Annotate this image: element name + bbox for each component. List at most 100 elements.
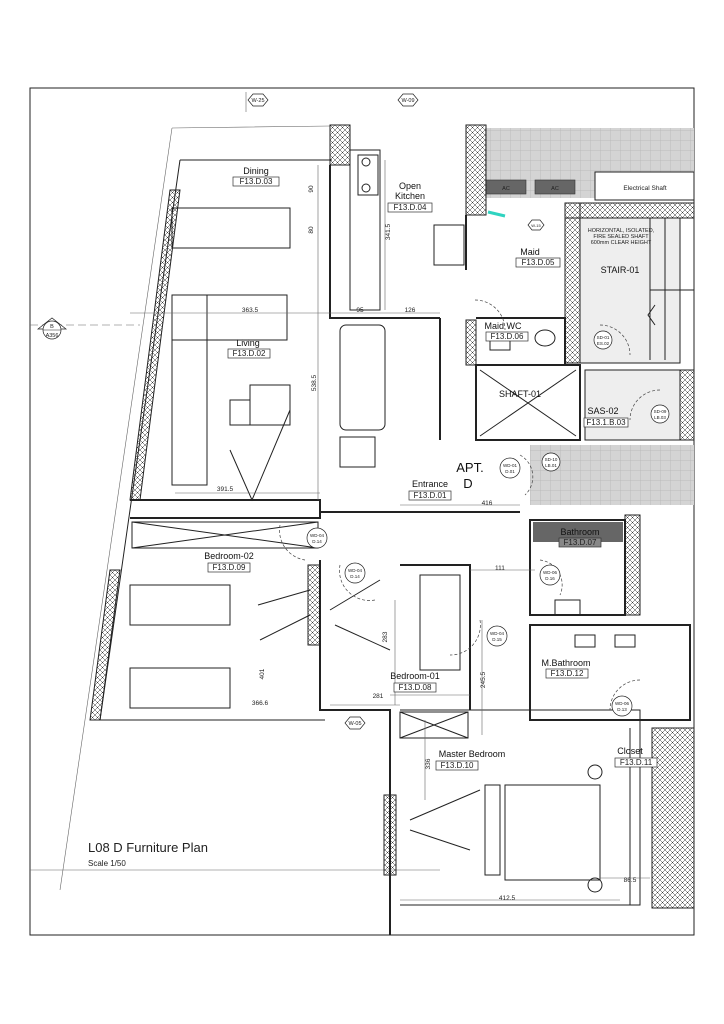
room-name-master-bathroom: M.Bathroom — [541, 658, 590, 668]
room-name-living: Living — [236, 338, 260, 348]
cooktop — [357, 154, 379, 196]
svg-text:ES.02: ES.02 — [597, 341, 610, 346]
room-name-dining: Dining — [243, 166, 269, 176]
walls — [130, 124, 695, 935]
svg-text:80: 80 — [308, 226, 315, 234]
furniture — [129, 149, 636, 893]
svg-text:281: 281 — [373, 693, 384, 700]
room-name-electrical-shaft: Electrical Shaft — [623, 185, 667, 192]
svg-text:538.5: 538.5 — [311, 374, 318, 391]
room-ref-master-bedroom: F13.D.10 — [441, 761, 474, 770]
apartment-label: D — [463, 476, 472, 491]
fridge — [433, 224, 465, 266]
room-name-kitchen: Open — [399, 181, 421, 191]
svg-text:WD-04: WD-04 — [348, 568, 362, 573]
room-name-bathroom: Bathroom — [560, 527, 599, 537]
ac-unit — [534, 179, 576, 195]
room-ref-bathroom: F13.D.07 — [564, 538, 597, 547]
ac-label: AC — [551, 186, 559, 192]
room-name-sas: SAS-02 — [587, 406, 618, 416]
room-ref-bedroom-01: F13.D.08 — [399, 683, 432, 692]
svg-text:416: 416 — [482, 500, 493, 507]
svg-text:95: 95 — [356, 307, 364, 314]
svg-text:B: B — [50, 324, 54, 330]
room-ref-kitchen: F13.D.04 — [394, 203, 427, 212]
sofa — [171, 294, 208, 486]
room-ref-maid-wc: F13.D.06 — [491, 332, 524, 341]
bed-bedroom01 — [419, 574, 461, 671]
svg-text:W-25: W-25 — [251, 98, 264, 104]
svg-text:D.13: D.13 — [617, 707, 627, 712]
stair-note: FIRE SEALED SHAFT — [593, 234, 649, 240]
svg-text:341.5: 341.5 — [385, 223, 392, 240]
svg-text:391.5: 391.5 — [217, 486, 234, 493]
room-ref-living: F13.D.02 — [233, 349, 266, 358]
window-tags: W-25 W-09 W-15 W-05 — [247, 93, 545, 730]
wardrobe-master — [399, 711, 469, 739]
svg-text:WD-04: WD-04 — [310, 533, 324, 538]
room-name-shaft: SHAFT-01 — [499, 389, 541, 399]
svg-text:SD-09: SD-09 — [654, 409, 667, 414]
stair-note: HORIZONTAL, ISOLATED, — [588, 228, 655, 234]
dining-table — [171, 207, 291, 249]
single-bed — [129, 584, 231, 626]
svg-text:401: 401 — [259, 668, 266, 679]
electrical-shaft — [594, 171, 695, 201]
svg-text:412.5: 412.5 — [499, 895, 516, 902]
svg-text:WD-04: WD-04 — [490, 631, 504, 636]
svg-text:D.15: D.15 — [492, 637, 502, 642]
lobby-tiles — [530, 445, 694, 505]
dimension-lines — [130, 160, 650, 901]
svg-text:D.01: D.01 — [505, 469, 515, 474]
svg-text:336: 336 — [425, 758, 432, 769]
svg-text:111: 111 — [495, 565, 505, 572]
room-name-bedroom-02: Bedroom-02 — [204, 551, 254, 561]
svg-text:W-09: W-09 — [401, 98, 414, 104]
svg-text:283: 283 — [382, 631, 389, 642]
exterior-outline — [30, 125, 440, 891]
sheet-frame — [29, 87, 695, 936]
svg-text:D.14: D.14 — [350, 574, 360, 579]
drawing-title: L08 D Furniture Plan — [88, 840, 208, 855]
stair-note: 600mm CLEAR HEIGHT — [591, 240, 652, 246]
bathroom-header-shade — [533, 522, 623, 542]
room-name-master-bedroom: Master Bedroom — [439, 749, 506, 759]
svg-text:A356: A356 — [46, 333, 59, 339]
svg-text:366.6: 366.6 — [252, 700, 269, 707]
svg-text:245.5: 245.5 — [480, 671, 487, 688]
svg-text:LB.03: LB.03 — [654, 415, 666, 420]
svg-text:D.16: D.16 — [545, 576, 555, 581]
room-ref-dining: F13.D.03 — [240, 177, 273, 186]
shaft-cross — [479, 369, 577, 437]
svg-text:90: 90 — [308, 185, 315, 193]
room-name-entrance: Entrance — [412, 479, 448, 489]
lounge-sofa — [339, 324, 386, 431]
svg-text:363.5: 363.5 — [242, 307, 259, 314]
room-name-maid-wc: Maid WC — [484, 321, 522, 331]
stair-treads — [649, 218, 694, 360]
svg-text:WD-01: WD-01 — [503, 463, 517, 468]
room-name-maid: Maid — [520, 247, 540, 257]
door-swings — [279, 299, 661, 711]
apartment-label: APT. — [456, 460, 483, 475]
accent-mark — [487, 210, 506, 218]
svg-text:86.5: 86.5 — [624, 877, 637, 884]
svg-text:W-05: W-05 — [348, 721, 361, 727]
svg-text:126: 126 — [405, 307, 416, 314]
sas-area — [584, 369, 681, 441]
room-name-kitchen: Kitchen — [395, 191, 425, 201]
room-ref-master-bathroom: F13.D.12 — [551, 669, 584, 678]
room-ref-entrance: F13.D.01 — [414, 491, 447, 500]
svg-text:SD-01: SD-01 — [597, 335, 610, 340]
double-bed — [504, 784, 601, 881]
room-name-bedroom-01: Bedroom-01 — [390, 671, 440, 681]
svg-text:SD-10: SD-10 — [545, 457, 558, 462]
kitchen-counter — [349, 149, 381, 311]
svg-text:W-15: W-15 — [531, 223, 541, 228]
room-ref-sas: F13.1.B.03 — [586, 418, 626, 427]
stair-arrow — [647, 304, 656, 326]
svg-text:WD-06: WD-06 — [543, 570, 557, 575]
section-marker: B A356 — [36, 317, 68, 340]
svg-text:LB.01: LB.01 — [545, 463, 557, 468]
